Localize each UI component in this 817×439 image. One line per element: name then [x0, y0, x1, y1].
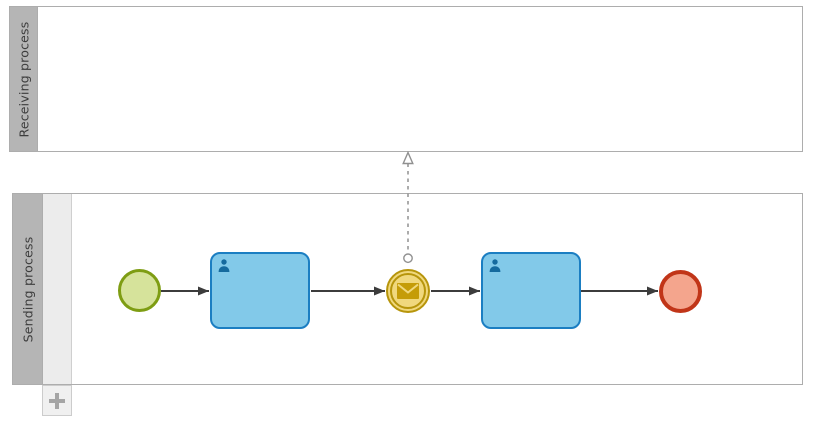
user-icon	[489, 259, 501, 272]
pool-label-receiving: Receiving process	[16, 21, 31, 137]
user-task-1[interactable]	[210, 252, 310, 329]
end-event[interactable]	[659, 270, 702, 313]
envelope-icon	[397, 283, 419, 299]
pool-header-sending[interactable]: Sending process	[13, 194, 43, 384]
pool-header-receiving[interactable]: Receiving process	[10, 7, 38, 151]
add-lane-button[interactable]	[42, 385, 72, 416]
event-inner-ring	[390, 273, 426, 309]
pool-label-sending: Sending process	[20, 236, 36, 342]
lane-header[interactable]	[43, 194, 72, 384]
start-event[interactable]	[118, 269, 161, 312]
pool-receiving-process[interactable]: Receiving process	[9, 6, 803, 152]
message-throw-event[interactable]	[386, 269, 430, 313]
user-icon	[218, 259, 230, 272]
user-task-2[interactable]	[481, 252, 581, 329]
message-flow-arrowhead	[402, 150, 414, 165]
plus-icon	[49, 392, 65, 409]
